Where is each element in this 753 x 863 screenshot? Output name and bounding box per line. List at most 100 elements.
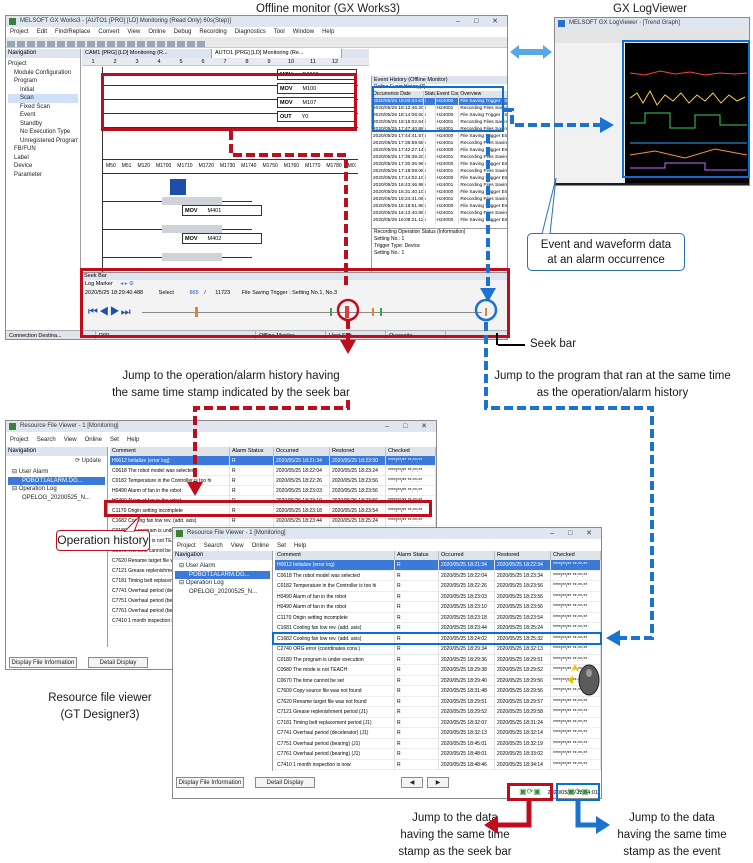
nav-tree-item[interactable]: Fixed Scan	[20, 103, 51, 110]
menu-item[interactable]: Project	[10, 437, 29, 443]
device-icon[interactable]	[177, 41, 185, 47]
menu-item[interactable]: View	[63, 437, 77, 443]
tree-item[interactable]: ⊟ User Alarm	[179, 563, 216, 569]
alarm-row[interactable]: C7181 Timing belt replacement period (J1…	[275, 717, 601, 728]
event-column-header[interactable]: Event Code	[435, 91, 460, 98]
menu-item[interactable]: Project	[177, 543, 196, 549]
find-icon[interactable]	[87, 41, 95, 47]
nav-tree-item[interactable]: Initial	[20, 86, 35, 93]
trend-graph-area[interactable]	[625, 43, 749, 183]
window-controls[interactable]: – □ ✕	[456, 18, 504, 25]
label-icon[interactable]	[187, 41, 195, 47]
nav-tree-item[interactable]: Label	[14, 154, 29, 161]
menu-item[interactable]: Help	[322, 29, 335, 35]
alarm-column-header[interactable]: Checked	[551, 551, 601, 560]
rv-back-update-button[interactable]: ⟳ Update	[6, 456, 107, 466]
alarm-column-header[interactable]: Restored	[495, 551, 551, 560]
undo-icon[interactable]	[67, 41, 75, 47]
nav-tree-item[interactable]: FB/FUN	[14, 146, 36, 152]
nav-tree-item[interactable]: No Execution Type	[20, 129, 71, 135]
redo-icon[interactable]	[77, 41, 85, 47]
menu-item[interactable]: Debug	[173, 29, 192, 35]
stop-icon[interactable]	[147, 41, 155, 47]
read-icon[interactable]	[127, 41, 135, 47]
menu-item[interactable]: View	[127, 29, 141, 35]
tree-item[interactable]: POBOT1ALARM.DG...	[175, 570, 270, 579]
alarm-column-header[interactable]: Alarm Status	[395, 551, 439, 560]
seek-thumb[interactable]	[345, 306, 349, 318]
alarm-row[interactable]: C0182 Temperature in the Controller is t…	[275, 581, 601, 592]
alarm-column-header[interactable]: Alarm Status	[230, 447, 274, 456]
menu-item[interactable]: Recording	[199, 29, 227, 35]
menu-item[interactable]: Edit	[36, 29, 48, 35]
nav-tree-item[interactable]: Unregistered Program	[20, 137, 78, 144]
jump-to-seek-button[interactable]: ▣⟳▣	[519, 787, 541, 796]
nav-tree-item[interactable]: Device	[14, 163, 33, 169]
alarm-column-header[interactable]: Occurred	[274, 447, 330, 456]
marker-tools-icon[interactable]: ◂ ▸ ⚙	[120, 281, 134, 287]
menu-item[interactable]: Diagnostics	[234, 29, 266, 35]
alarm-row[interactable]: C0182 Temperature in the Controller is t…	[110, 476, 436, 486]
alarm-column-header[interactable]: Occurred	[439, 551, 495, 560]
rv-front-window-controls[interactable]: – □ ✕	[550, 530, 598, 537]
next-page-button[interactable]: ▶	[427, 777, 449, 788]
seek-marker[interactable]	[380, 308, 382, 316]
rv-back-file-info-button[interactable]: Display File Information	[9, 657, 77, 668]
menu-item[interactable]: Online	[84, 437, 102, 443]
nav-tree-item[interactable]: Parameter	[14, 171, 43, 178]
menu-item[interactable]: Find/Replace	[55, 29, 91, 35]
write-icon[interactable]	[117, 41, 125, 47]
event-column-header[interactable]: Status	[423, 91, 436, 98]
tree-item[interactable]: ⊟ Operation Log	[12, 486, 57, 492]
menu-item[interactable]: Search	[203, 543, 223, 549]
nav-tree-item[interactable]: Standby	[20, 120, 43, 127]
rv-front-file-info-button[interactable]: Display File Information	[176, 777, 244, 788]
alarm-column-header[interactable]: Comment	[110, 447, 230, 456]
tree-item[interactable]: ⊟ Operation Log	[179, 580, 224, 586]
nav-tree-item[interactable]: Scan	[8, 94, 78, 103]
rv-front-detail-button[interactable]: Detail Display	[255, 777, 315, 788]
menu-item[interactable]: Window	[292, 29, 315, 35]
menu-item[interactable]: Online	[148, 29, 166, 35]
monitor-icon[interactable]	[107, 41, 115, 47]
copy-icon[interactable]	[47, 41, 55, 47]
zoom-icon[interactable]	[97, 41, 105, 47]
seek-playback-controls-icon[interactable]: ⏮ ◀ ▶ ⏭	[88, 306, 131, 318]
new-icon[interactable]	[7, 41, 15, 47]
seek-index[interactable]: 865	[189, 290, 199, 296]
event-column-header[interactable]: Occurrence Date	[372, 91, 424, 98]
menu-item[interactable]: Search	[36, 437, 56, 443]
tree-item[interactable]: ⊟ User Alarm	[12, 469, 49, 475]
ladder-tab[interactable]: AUTO1 [PRG] [LD] Monitoring (Re...	[212, 49, 342, 58]
alarm-row[interactable]: C7741 Overhaul period (decelerator) (J1)…	[275, 728, 601, 739]
menu-item[interactable]: Help	[126, 437, 140, 443]
paste-icon[interactable]	[57, 41, 65, 47]
nav-tree-item[interactable]: Program	[14, 78, 38, 84]
rv-back-window-controls[interactable]: – □ ✕	[385, 423, 433, 430]
